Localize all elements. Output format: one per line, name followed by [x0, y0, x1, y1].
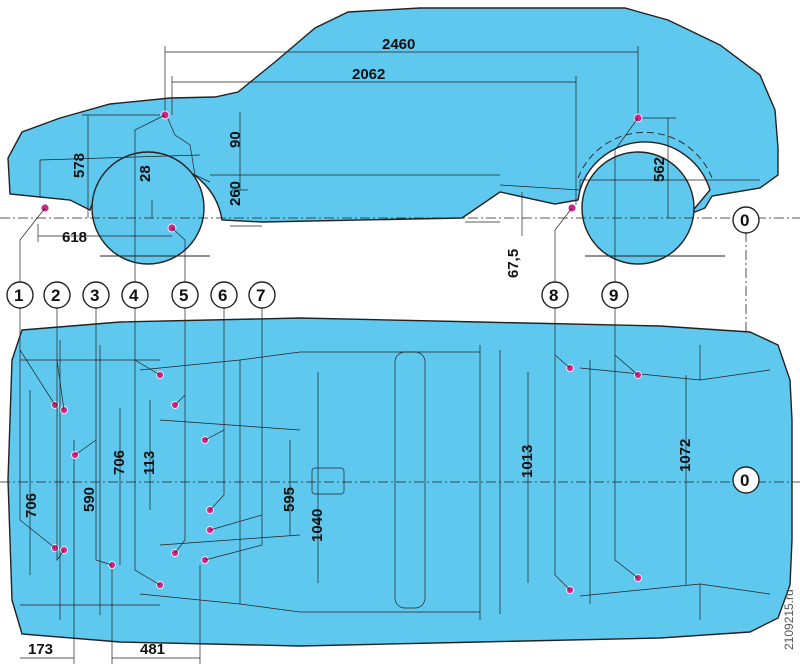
callout-4: 4 [121, 281, 149, 309]
dim-2460: 2460 [382, 36, 415, 53]
svg-text:8: 8 [549, 286, 558, 305]
watermark: 2109215.ru [782, 589, 796, 650]
svg-text:2: 2 [51, 286, 60, 305]
dim-706-inner: 706 [111, 450, 128, 475]
top-dimension-lines [20, 372, 687, 664]
callout-7: 7 [248, 281, 276, 309]
callout-8: 8 [541, 281, 569, 309]
datum-label-side: 0 [740, 211, 749, 230]
side-view: 2460 2062 578 28 90 260 618 562 67,5 0 [0, 7, 800, 475]
dim-618: 618 [62, 229, 87, 246]
datum-marker-side [732, 206, 760, 234]
dim-706-left: 706 [23, 493, 40, 518]
callout-leaders [19, 114, 639, 591]
svg-text:1: 1 [14, 286, 23, 305]
callout-1: 1 [6, 281, 34, 309]
dim-590: 590 [81, 487, 98, 512]
side-floor-line [230, 221, 500, 227]
side-sill-line [39, 154, 760, 198]
dim-1013: 1013 [519, 445, 536, 478]
callout-9: 9 [601, 281, 629, 309]
callout-5: 5 [171, 281, 199, 309]
rear-wheel-arch [577, 131, 713, 179]
svg-text:6: 6 [218, 286, 227, 305]
datum-marker-top [732, 466, 760, 494]
center-bracket [311, 467, 345, 495]
svg-text:3: 3 [90, 286, 99, 305]
svg-text:7: 7 [256, 286, 265, 305]
side-dimension-lines [37, 46, 676, 242]
dim-28: 28 [137, 165, 154, 182]
dim-173: 173 [28, 641, 53, 658]
dim-1072: 1072 [677, 439, 694, 472]
top-structure-lines [20, 340, 771, 620]
callout-6: 6 [210, 281, 238, 309]
rear-wheel [581, 151, 695, 265]
callout-3: 3 [82, 281, 110, 309]
numbered-callouts: 1 2 3 4 5 6 7 8 [6, 281, 629, 309]
dim-67-5: 67,5 [505, 249, 522, 278]
front-strut-shape [164, 111, 211, 183]
dim-1040: 1040 [309, 509, 326, 542]
svg-text:9: 9 [609, 286, 618, 305]
dim-595: 595 [281, 487, 298, 512]
dim-578: 578 [71, 153, 88, 178]
dim-260: 260 [227, 181, 244, 206]
top-view: 706 590 706 113 595 1040 1013 1072 173 4… [0, 317, 800, 664]
datum-label-top: 0 [740, 471, 749, 490]
dim-113: 113 [141, 451, 158, 475]
dim-2062: 2062 [352, 66, 385, 83]
svg-text:4: 4 [129, 286, 139, 305]
svg-text:5: 5 [179, 286, 188, 305]
dim-562: 562 [651, 157, 668, 182]
dim-481: 481 [140, 641, 165, 658]
control-point-2-top-b [60, 546, 68, 554]
dim-90: 90 [227, 131, 244, 148]
callout-2: 2 [43, 281, 71, 309]
